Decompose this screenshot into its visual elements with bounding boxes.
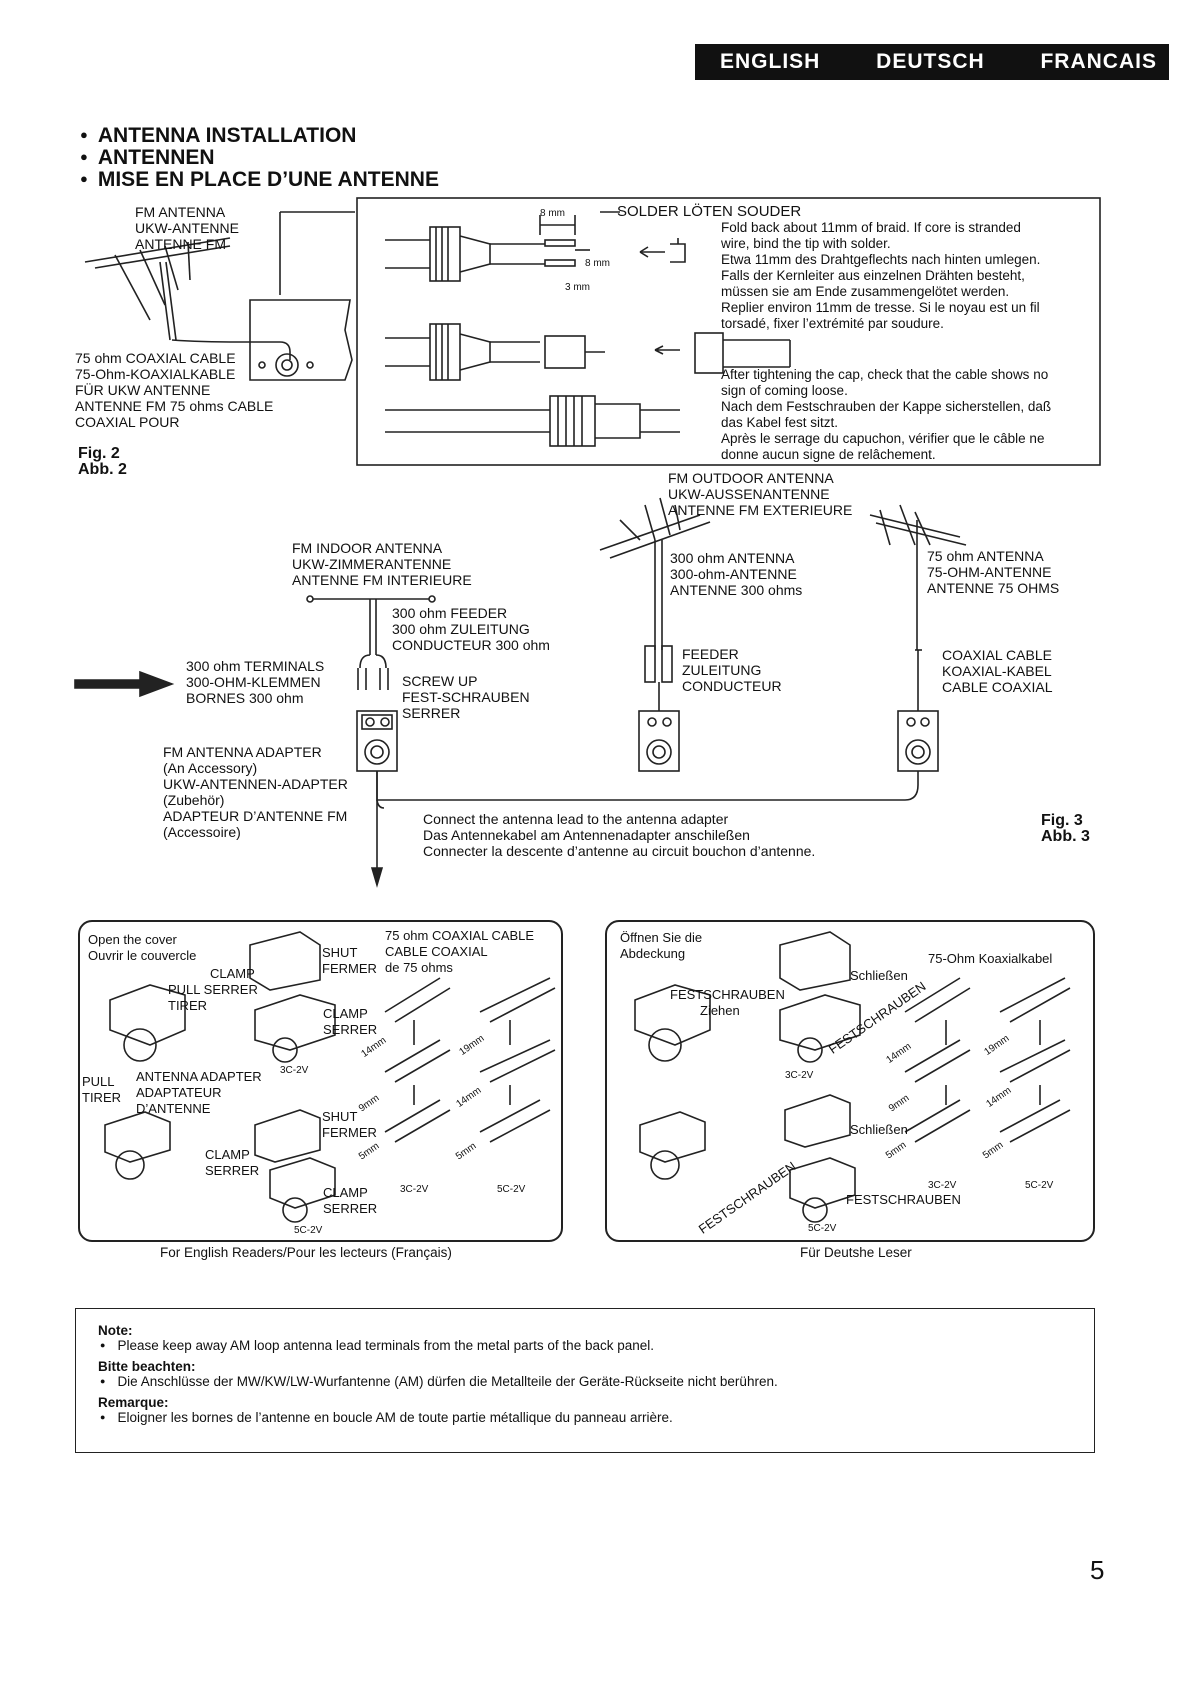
spec-5c2v-right-b: 5C-2V <box>1025 1180 1054 1191</box>
shut-label-2: SHUT FERMER <box>322 1109 377 1140</box>
note-heading-fr: Remarque: <box>98 1395 169 1410</box>
spec-3c2v-right-b: 3C-2V <box>928 1180 957 1191</box>
dim-8mm: 8 mm <box>585 258 610 269</box>
panel-de <box>605 920 1095 1242</box>
spec-3c2v-right-a: 3C-2V <box>785 1070 814 1081</box>
oeffnen-label: Öffnen Sie die Abdeckung <box>620 930 703 961</box>
festschrauben-label-1: FESTSCHRAUBEN <box>670 987 785 1002</box>
ziehen-label: Ziehen <box>700 1003 740 1018</box>
schliessen-label-1: Schließen <box>850 968 908 983</box>
antenna-adapter-en-label: ANTENNA ADAPTER ADAPTATEUR D’ANTENNE <box>136 1069 262 1116</box>
fig2-caption: Fig. 2 Abb. 2 <box>78 445 127 478</box>
clamp-serrer-label-3: CLAMP SERRER <box>323 1185 378 1216</box>
note-heading-en: Note: <box>98 1323 133 1338</box>
lang-deutsch: DEUTSCH <box>876 50 985 73</box>
antenna-75-label: 75 ohm ANTENNA 75-OHM-ANTENNE ANTENNE 75… <box>927 548 1060 596</box>
spec-3c2v-left-a: 3C-2V <box>280 1065 309 1076</box>
note-text-fr: Eloigner les bornes de l’antenne en bouc… <box>100 1410 1072 1425</box>
spec-5c2v-right-a: 5C-2V <box>808 1223 837 1234</box>
solder-instructions: Fold back about 11mm of braid. If core i… <box>721 220 1041 331</box>
page-number: 5 <box>1090 1555 1105 1585</box>
spec-5c2v-left-a: 5C-2V <box>294 1225 323 1236</box>
dim-3mm: 3 mm <box>565 282 590 293</box>
clamp-serrer-label-2: CLAMP SERRER <box>205 1147 260 1178</box>
open-cover-label: Open the cover Ouvrir le couvercle <box>88 932 197 963</box>
note-box: Note: Please keep away AM loop antenna l… <box>75 1308 1095 1453</box>
coax-cable-label: 75 ohm COAXIAL CABLE 75-Ohm-KOAXIALKABLE… <box>75 350 274 430</box>
coaxial-cable-label: COAXIAL CABLE KOAXIAL-KABEL CABLE COAXIA… <box>942 647 1053 695</box>
cap-instructions: After tightening the cap, check that the… <box>721 367 1052 462</box>
heading-de: ANTENNEN <box>80 146 439 168</box>
lang-english: ENGLISH <box>720 50 821 73</box>
spec-3c2v-left-b: 3C-2V <box>400 1184 429 1195</box>
dim-8mm-top: 8 mm <box>540 208 565 219</box>
panel-en-fr <box>78 920 563 1242</box>
antenna-300-label: 300 ohm ANTENNA 300-ohm-ANTENNE ANTENNE … <box>670 550 803 598</box>
coax-cable-en-label: 75 ohm COAXIAL CABLE CABLE COAXIAL de 75… <box>385 928 535 975</box>
shut-label-1: SHUT FERMER <box>322 945 377 976</box>
panel-de-caption: Für Deutshe Leser <box>800 1245 912 1260</box>
panel-en-fr-caption: For English Readers/Pour les lecteurs (F… <box>160 1245 452 1260</box>
heading-en: ANTENNA INSTALLATION <box>80 124 439 146</box>
schliessen-label-2: Schließen <box>850 1122 908 1137</box>
note-text-de: Die Anschlüsse der MW/KW/LW-Wurfantenne … <box>100 1374 1072 1389</box>
clamp-serrer-label-1: CLAMP SERRER <box>323 1006 378 1037</box>
outdoor-antenna-label: FM OUTDOOR ANTENNA UKW-AUSSENANTENNE ANT… <box>668 470 853 518</box>
solder-label: SOLDER LÖTEN SOUDER <box>617 203 802 220</box>
fm-antenna-label: FM ANTENNA UKW-ANTENNE ANTENNE FM <box>135 204 239 252</box>
terminals-label: 300 ohm TERMINALS 300-OHM-KLEMMEN BORNES… <box>186 658 325 706</box>
koaxialkabel-label: 75-Ohm Koaxialkabel <box>928 951 1053 966</box>
fig3-caption: Fig. 3 Abb. 3 <box>1041 812 1090 845</box>
language-bar: ENGLISH DEUTSCH FRANCAIS <box>695 44 1169 80</box>
adapter-label: FM ANTENNA ADAPTER (An Accessory) UKW-AN… <box>163 744 348 840</box>
note-text-en: Please keep away AM loop antenna lead te… <box>100 1338 1072 1353</box>
spec-5c2v-left-b: 5C-2V <box>497 1184 526 1195</box>
pull-tirer-label: PULL TIRER <box>82 1074 121 1105</box>
feeder-label: FEEDER ZULEITUNG CONDUCTEUR <box>682 646 782 694</box>
lang-francais: FRANCAIS <box>1040 50 1157 73</box>
clamp-label-1: CLAMP <box>210 966 255 981</box>
screw-up-label: SCREW UP FEST-SCHRAUBEN SERRER <box>402 673 530 721</box>
connect-instruction: Connect the antenna lead to the antenna … <box>423 811 816 859</box>
indoor-antenna-label: FM INDOOR ANTENNA UKW-ZIMMERANTENNE ANTE… <box>292 540 472 588</box>
pull-serrer-label: PULL SERRER TIRER <box>168 982 258 1013</box>
feeder-300-label: 300 ohm FEEDER 300 ohm ZULEITUNG CONDUCT… <box>392 605 550 653</box>
section-headings: ANTENNA INSTALLATION ANTENNEN MISE EN PL… <box>80 124 439 190</box>
festschrauben-label-2: FESTSCHRAUBEN <box>846 1192 961 1207</box>
note-heading-de: Bitte beachten: <box>98 1359 196 1374</box>
heading-fr: MISE EN PLACE D’UNE ANTENNE <box>80 168 439 190</box>
